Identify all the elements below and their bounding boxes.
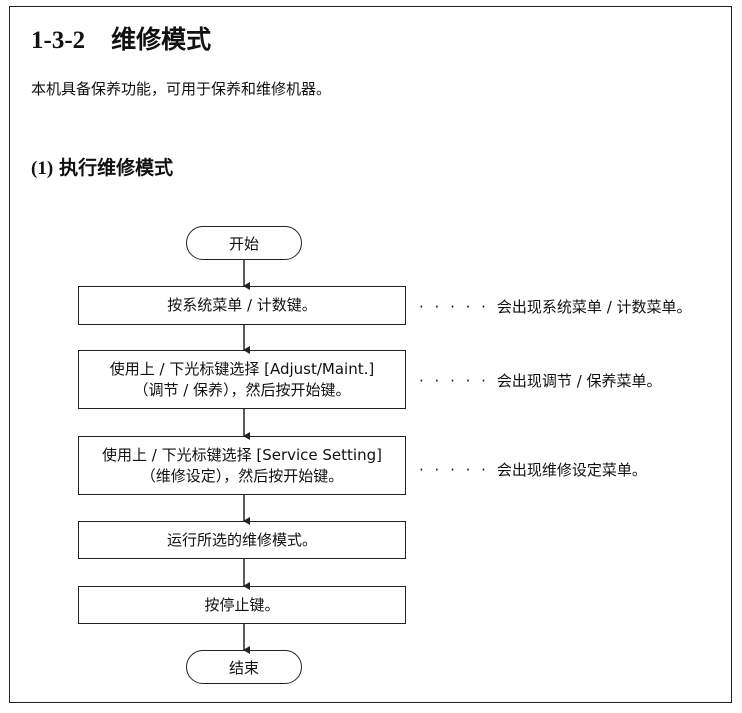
note-leader: · · · · · <box>419 372 489 390</box>
flow-step-3-note: · · · · · 会出现维修设定菜单。 <box>419 460 647 480</box>
flow-step-2-line-1: 使用上 / 下光标键选择 [Adjust/Maint.] <box>109 359 375 378</box>
flow-end-label: 结束 <box>228 658 259 677</box>
flow-step-1-line-1: 按系统菜单 / 计数键。 <box>167 296 317 314</box>
page-frame <box>9 6 732 703</box>
flow-step-3: 使用上 / 下光标键选择 [Service Setting] （维修设定），然后… <box>78 436 406 495</box>
flow-step-5: 按停止键。 <box>78 586 406 624</box>
flow-start: 开始 <box>186 226 302 260</box>
flow-step-2-line-2: （调节 / 保养），然后按开始键。 <box>133 380 351 399</box>
note-leader: · · · · · <box>419 461 489 479</box>
subsection-heading: (1)执行维修模式 <box>31 155 173 182</box>
flow-step-4: 运行所选的维修模式。 <box>78 521 406 559</box>
flow-step-4-line-1: 运行所选的维修模式。 <box>166 530 317 549</box>
flow-end: 结束 <box>186 650 302 684</box>
subsection-number: (1) <box>31 158 54 179</box>
flow-step-2: 使用上 / 下光标键选择 [Adjust/Maint.] （调节 / 保养），然… <box>78 350 406 409</box>
flow-step-3-line-1: 使用上 / 下光标键选择 [Service Setting] <box>102 445 382 464</box>
section-heading: 1-3-2 维修模式 <box>31 22 211 59</box>
flow-step-1-note: · · · · · 会出现系统菜单 / 计数菜单。 <box>419 297 692 317</box>
flow-step-3-line-2: （维修设定），然后按开始键。 <box>140 466 344 485</box>
flow-start-label: 开始 <box>228 234 259 253</box>
intro-text: 本机具备保养功能，可用于保养和维修机器。 <box>31 80 332 98</box>
flow-step-1-note-text: 会出现系统菜单 / 计数菜单。 <box>496 298 692 316</box>
flow-step-2-note: · · · · · 会出现调节 / 保养菜单。 <box>419 371 662 391</box>
note-leader: · · · · · <box>419 298 489 316</box>
flow-step-1: 按系统菜单 / 计数键。 <box>78 286 406 325</box>
section-title: 维修模式 <box>111 25 212 54</box>
section-number: 1-3-2 <box>31 27 86 54</box>
flow-step-3-note-text: 会出现维修设定菜单。 <box>496 461 647 479</box>
subsection-title: 执行维修模式 <box>59 157 174 179</box>
flow-step-2-note-text: 会出现调节 / 保养菜单。 <box>496 372 662 390</box>
flow-step-5-line-1: 按停止键。 <box>204 595 280 614</box>
